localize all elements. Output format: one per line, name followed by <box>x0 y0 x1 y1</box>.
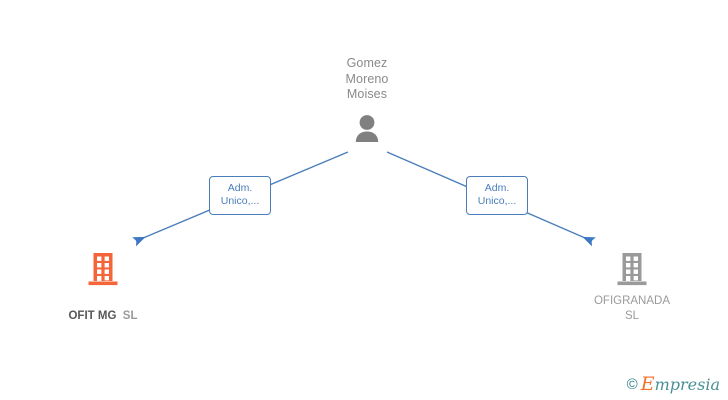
building-icon-gray <box>562 250 702 286</box>
company-name-label: OFIGRANADA SL <box>593 295 671 322</box>
building-icon-orange <box>33 250 173 286</box>
brand-rest: mpresia <box>654 375 720 394</box>
watermark: © Empresia <box>627 375 720 394</box>
edge-label-right[interactable]: Adm. Unico,... <box>466 176 528 215</box>
edge-label-left[interactable]: Adm. Unico,... <box>209 176 271 215</box>
company-name-label: OFIT MG SL <box>33 294 173 324</box>
person-name-label: Gomez Moreno Moises <box>345 56 389 101</box>
brand-initial: E <box>640 373 655 395</box>
node-company-ofit-mg[interactable]: OFIT MG SL <box>33 250 173 324</box>
brand-logo: Empresia <box>641 375 720 394</box>
node-company-ofigranada[interactable]: OFIGRANADA SL <box>562 250 702 324</box>
person-icon <box>307 112 427 146</box>
company-name-text: OFIT MG <box>68 310 117 322</box>
company-name-suffix: SL <box>122 310 138 322</box>
copyright-icon: © <box>626 376 638 393</box>
node-person-root[interactable]: Gomez Moreno Moises <box>307 56 427 146</box>
